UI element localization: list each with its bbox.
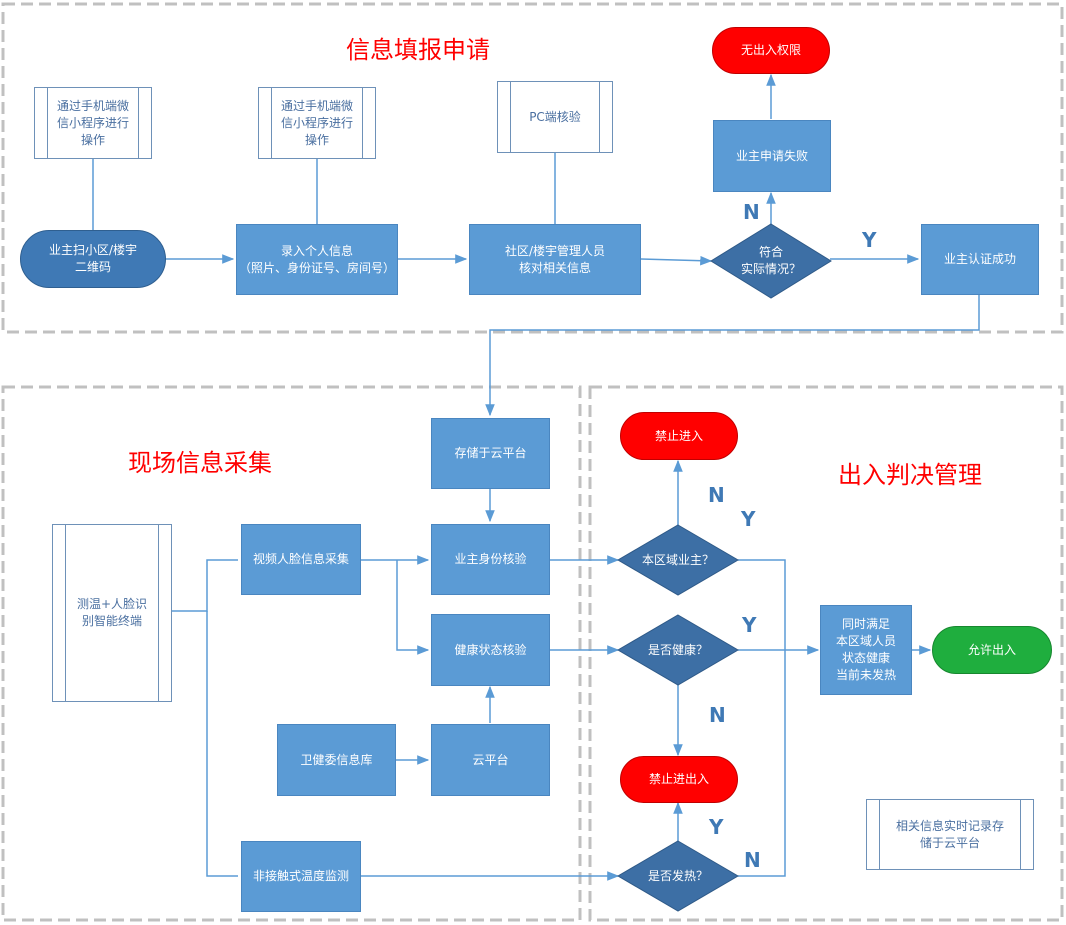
subprocess-wechat-operation: 通过手机端微 信小程序进行 操作 [258, 87, 376, 159]
decision-match-reality [710, 223, 832, 299]
process-all-conditions: 同时满足 本区域人员 状态健康 当前未发热 [820, 605, 912, 695]
label-no: N [744, 848, 761, 872]
process-temp-monitor: 非接触式温度监测 [241, 841, 361, 912]
process-cloud-store: 存储于云平台 [431, 418, 550, 489]
decision-text-has-fever: 是否发热？ [647, 868, 708, 883]
end-forbid-enter: 禁止进入 [620, 412, 738, 460]
section-title-apply: 信息填报申请 [346, 36, 490, 64]
decision-text-is-owner: 本区域业主？ [641, 552, 714, 567]
section-apply [1, 2, 1064, 334]
section-decide [588, 385, 1064, 922]
section-title-decide: 出入判决管理 [838, 461, 982, 489]
process-auth-success: 业主认证成功 [921, 224, 1039, 295]
decision-text-match-reality: 符合 实际情况？ [740, 245, 801, 276]
end-allow: 允许出入 [932, 626, 1052, 674]
decision-has-fever [617, 840, 739, 912]
label-no: N [708, 483, 725, 507]
label-yes: Y [862, 228, 877, 252]
decision-is-healthy [617, 614, 739, 686]
process-enter-info: 录入个人信息 （照片、身份证号、房间号） [236, 224, 398, 295]
label-yes: Y [709, 815, 724, 839]
connector [738, 559, 786, 877]
subprocess-pc-verify: PC端核验 [497, 81, 613, 153]
subprocess-smart-terminal: 测温+人脸识 别智能终端 [52, 524, 172, 702]
connector [640, 255, 713, 266]
process-owner-id-check: 业主身份核验 [431, 524, 550, 595]
section-collect [1, 385, 582, 922]
process-face-collect: 视频人脸信息采集 [241, 524, 361, 595]
connector [485, 295, 980, 417]
end-no-access: 无出入权限 [712, 27, 830, 74]
label-yes: Y [741, 507, 756, 531]
connector [172, 559, 238, 612]
connector [206, 611, 238, 877]
connector [396, 560, 430, 655]
label-no: N [709, 703, 726, 727]
process-health-check: 健康状态核验 [431, 614, 550, 686]
start-scan-qr: 业主扫小区/楼宇 二维码 [20, 230, 166, 288]
process-apply-fail: 业主申请失败 [713, 120, 831, 192]
section-title-collect: 现场信息采集 [128, 449, 272, 477]
label-no: N [743, 200, 760, 224]
process-health-db: 卫健委信息库 [277, 724, 396, 796]
end-forbid-in-out: 禁止进出入 [620, 756, 738, 803]
process-admin-check: 社区/楼宇管理人员 核对相关信息 [469, 224, 641, 295]
label-yes: Y [742, 613, 757, 637]
decision-text-is-healthy: 是否健康？ [647, 642, 708, 657]
subprocess-wechat-operation: 通过手机端微 信小程序进行 操作 [34, 87, 152, 159]
decision-is-owner [617, 524, 739, 596]
note-realtime-record: 相关信息实时记录存 储于云平台 [866, 799, 1034, 870]
process-cloud-platform: 云平台 [431, 724, 550, 796]
